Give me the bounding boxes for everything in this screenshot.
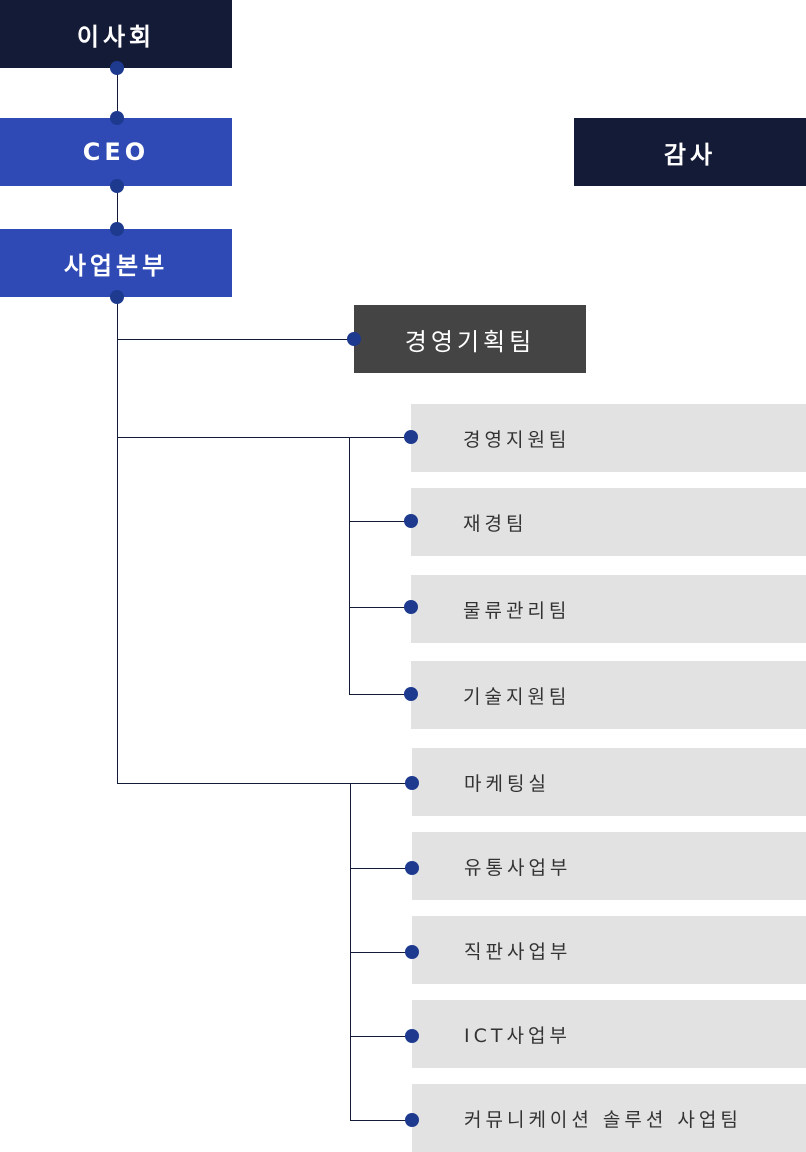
team-label: ICT사업부 bbox=[464, 1024, 571, 1047]
connector-dot bbox=[110, 222, 124, 236]
planning-team-label: 경영기획팀 bbox=[404, 327, 536, 356]
line-to-marketing-2 bbox=[350, 868, 412, 869]
connector-dot bbox=[404, 687, 418, 701]
line-to-support bbox=[117, 437, 411, 438]
connector-dot bbox=[110, 111, 124, 125]
line-to-marketing-3 bbox=[350, 952, 412, 953]
connector-dot bbox=[404, 514, 418, 528]
audit-box: 감사 bbox=[574, 118, 806, 186]
connector-dot bbox=[405, 1029, 419, 1043]
team-box: 기술지원팀 bbox=[411, 661, 806, 729]
business-hq-box: 사업본부 bbox=[0, 229, 232, 297]
connector-dot bbox=[405, 776, 419, 790]
team-label: 커뮤니케이션 솔루션 사업팀 bbox=[464, 1108, 742, 1131]
team-box: 물류관리팀 bbox=[411, 575, 806, 643]
line-hq-trunk bbox=[117, 297, 118, 783]
team-box: ICT사업부 bbox=[412, 1000, 806, 1068]
team-label: 직판사업부 bbox=[464, 940, 572, 963]
connector-dot bbox=[110, 179, 124, 193]
line-to-support-2 bbox=[349, 521, 411, 522]
line-to-marketing bbox=[117, 783, 412, 784]
line-to-marketing-4 bbox=[350, 1036, 412, 1037]
line-board-ceo bbox=[117, 68, 118, 118]
connector-dot bbox=[405, 945, 419, 959]
team-label: 경영지원팀 bbox=[463, 428, 571, 451]
team-box: 커뮤니케이션 솔루션 사업팀 bbox=[412, 1084, 806, 1152]
business-hq-label: 사업본부 bbox=[63, 251, 169, 280]
line-to-support-3 bbox=[349, 607, 411, 608]
team-box: 마케팅실 bbox=[412, 748, 806, 816]
connector-dot bbox=[405, 861, 419, 875]
line-to-support-4 bbox=[349, 694, 411, 695]
connector-dot bbox=[347, 332, 361, 346]
connector-dot bbox=[404, 600, 418, 614]
ceo-box: CEO bbox=[0, 118, 232, 186]
connector-dot bbox=[404, 430, 418, 444]
audit-label: 감사 bbox=[663, 140, 717, 169]
line-support-branch bbox=[349, 437, 350, 694]
team-box: 경영지원팀 bbox=[411, 404, 806, 472]
line-to-marketing-5 bbox=[350, 1120, 412, 1121]
line-marketing-branch bbox=[350, 783, 351, 1120]
team-label: 물류관리팀 bbox=[463, 599, 571, 622]
planning-team-box: 경영기획팀 bbox=[354, 305, 586, 373]
team-label: 기술지원팀 bbox=[463, 685, 571, 708]
board-box: 이사회 bbox=[0, 0, 232, 68]
connector-dot bbox=[110, 290, 124, 304]
team-box: 유통사업부 bbox=[412, 832, 806, 900]
ceo-label: CEO bbox=[82, 138, 150, 166]
connector-dot bbox=[110, 61, 124, 75]
line-to-planning bbox=[117, 339, 354, 340]
team-label: 마케팅실 bbox=[464, 772, 550, 795]
line-ceo-hq bbox=[117, 186, 118, 229]
team-label: 재경팀 bbox=[463, 512, 528, 535]
team-box: 직판사업부 bbox=[412, 916, 806, 984]
connector-dot bbox=[405, 1113, 419, 1127]
board-label: 이사회 bbox=[76, 22, 156, 51]
team-label: 유통사업부 bbox=[464, 856, 572, 879]
team-box: 재경팀 bbox=[411, 488, 806, 556]
